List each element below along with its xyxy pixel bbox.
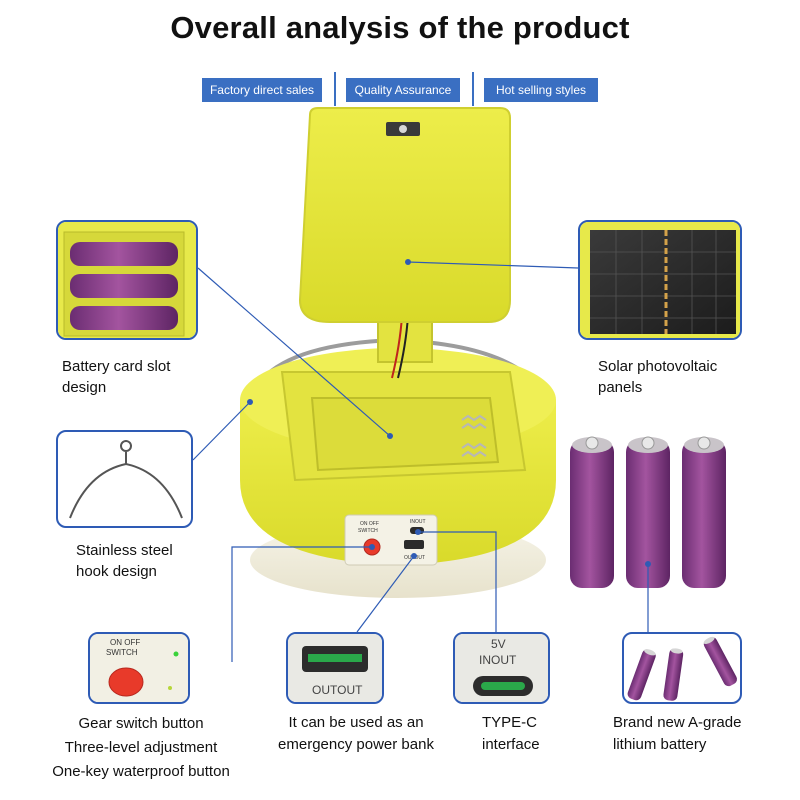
hook-label: Stainless steel hook design bbox=[76, 542, 173, 580]
badge-factory-direct: Factory direct sales bbox=[202, 78, 322, 102]
switch-switch-text: SWITCH bbox=[106, 648, 138, 657]
battery-springs bbox=[461, 414, 487, 458]
hook-callout bbox=[56, 430, 193, 528]
connector-lines bbox=[192, 261, 649, 662]
powerbank-callout: OUTOUT bbox=[286, 632, 384, 704]
typec-5v-text: 5V bbox=[491, 637, 506, 651]
usb-output-text: OUTOUT bbox=[312, 683, 363, 697]
badge-quality-assurance: Quality Assurance bbox=[346, 78, 460, 102]
panel-inout-text: INOUT bbox=[410, 519, 426, 525]
connector-dots bbox=[247, 259, 651, 567]
switch-image: ON OFF SWITCH bbox=[90, 634, 188, 702]
solar-label: Solar photovoltaic panels bbox=[598, 358, 718, 396]
battery-slot-callout bbox=[56, 220, 198, 340]
badge-hot-selling: Hot selling styles bbox=[484, 78, 598, 102]
panel-onoff-text: ON OFF bbox=[360, 521, 379, 527]
solar-lid bbox=[298, 107, 511, 323]
hook-image bbox=[69, 440, 183, 519]
badge-divider bbox=[334, 72, 336, 106]
typec-port-image: 5V INOUT bbox=[455, 634, 548, 702]
switch-onoff-text: ON OFF bbox=[110, 638, 140, 647]
battery-trio-image bbox=[627, 636, 738, 701]
panel-switch-text: SWITCH bbox=[358, 528, 378, 534]
typec-inout-text: INOUT bbox=[479, 653, 517, 667]
page-title: Overall analysis of the product bbox=[170, 10, 630, 45]
battery-label: Brand new A-grade lithium battery bbox=[613, 714, 742, 753]
typec-callout: 5V INOUT bbox=[453, 632, 550, 704]
usb-port-image: OUTOUT bbox=[288, 634, 382, 702]
solar-callout bbox=[578, 220, 742, 340]
typec-label: TYPE-C interface bbox=[482, 714, 540, 753]
solar-panel-image bbox=[580, 222, 740, 338]
switch-label: Gear switch button Three-level adjustmen… bbox=[52, 715, 230, 780]
switch-callout: ON OFF SWITCH bbox=[88, 632, 190, 704]
powerbank-label: It can be used as an emergency power ban… bbox=[278, 714, 434, 753]
badge-divider bbox=[472, 72, 474, 106]
battery-slot-label: Battery card slot design bbox=[62, 358, 171, 396]
battery-callout bbox=[622, 632, 742, 704]
battery-slot-image bbox=[58, 222, 196, 338]
lithium-batteries bbox=[570, 436, 726, 588]
